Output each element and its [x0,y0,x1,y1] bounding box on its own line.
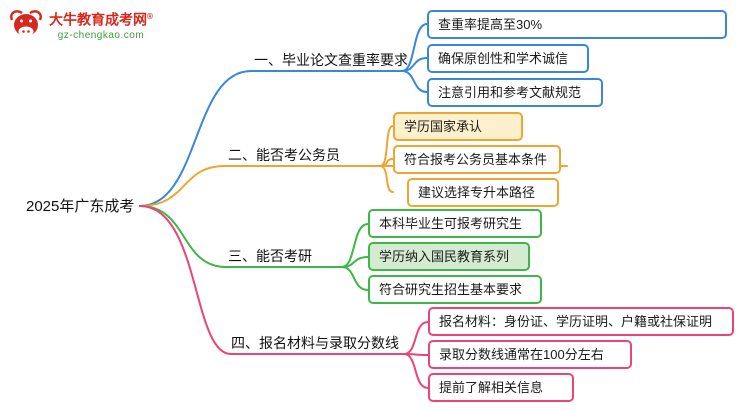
connector-branch2-child2 [379,158,394,167]
branch-label-2: 二、能否考公务员 [228,147,340,163]
logo-url: gz-chengkao.com [57,29,145,41]
mindmap-node-b1c1: 查重率提高至30% [427,10,727,39]
connector-branch3-child3 [341,266,369,291]
mindmap-node-b1c3: 注意引用和参考文献规范 [427,78,603,107]
mindmap-node-b4c1: 报名材料：身份证、学历证明、户籍或社保证明 [428,307,734,336]
connector-root-branch2 [139,165,226,207]
logo-title-text: 大牛教育成考网 [49,11,147,28]
mindmap-node-b3c1: 本科毕业生可报考研究生 [368,209,542,238]
mindmap-node-b3c3: 符合研究生招生基本要求 [368,275,542,304]
connector-branch1-child3 [401,70,428,93]
mindmap-node-b2c2: 符合报考公务员基本条件 [393,145,561,174]
connector-branch4-child1 [403,321,429,355]
connector-root-branch4 [139,205,232,355]
connector-branch2-child3 [379,165,394,193]
connector-root-branch3 [139,205,227,268]
mindmap-node-b1c2: 确保原创性和学术诚信 [427,44,589,73]
mindmap-node-b2c3: 建议选择专升本路径 [407,178,559,207]
logo-title: 大牛教育成考网® [49,8,153,29]
mindmap-node-b3c2: 学历纳入国民教育系列 [368,242,530,271]
connector-root-branch1 [139,70,252,207]
mindmap-node-b4c2: 录取分数线通常在100分左右 [428,340,632,369]
root-node: 2025年广东成考 [26,198,135,215]
logo-text: 大牛教育成考网® gz-chengkao.com [49,8,153,42]
connector-branch1-child1 [401,23,428,72]
bull-logo-icon [10,10,42,37]
branch-label-4: 四、报名材料与录取分数线 [231,335,399,351]
branch-label-1: 一、毕业论文查重率要求 [254,52,408,68]
connector-branch2-child1 [379,125,394,167]
mindmap-node-b4c3: 提前了解相关信息 [428,373,574,402]
connector-branch4-child3 [403,353,429,389]
mindmap-node-b2c1: 学历国家承认 [393,112,523,141]
branch-label-3: 三、能否考研 [228,248,312,264]
site-logo: 大牛教育成考网® gz-chengkao.com [8,8,153,42]
logo-reg-mark: ® [147,12,153,21]
